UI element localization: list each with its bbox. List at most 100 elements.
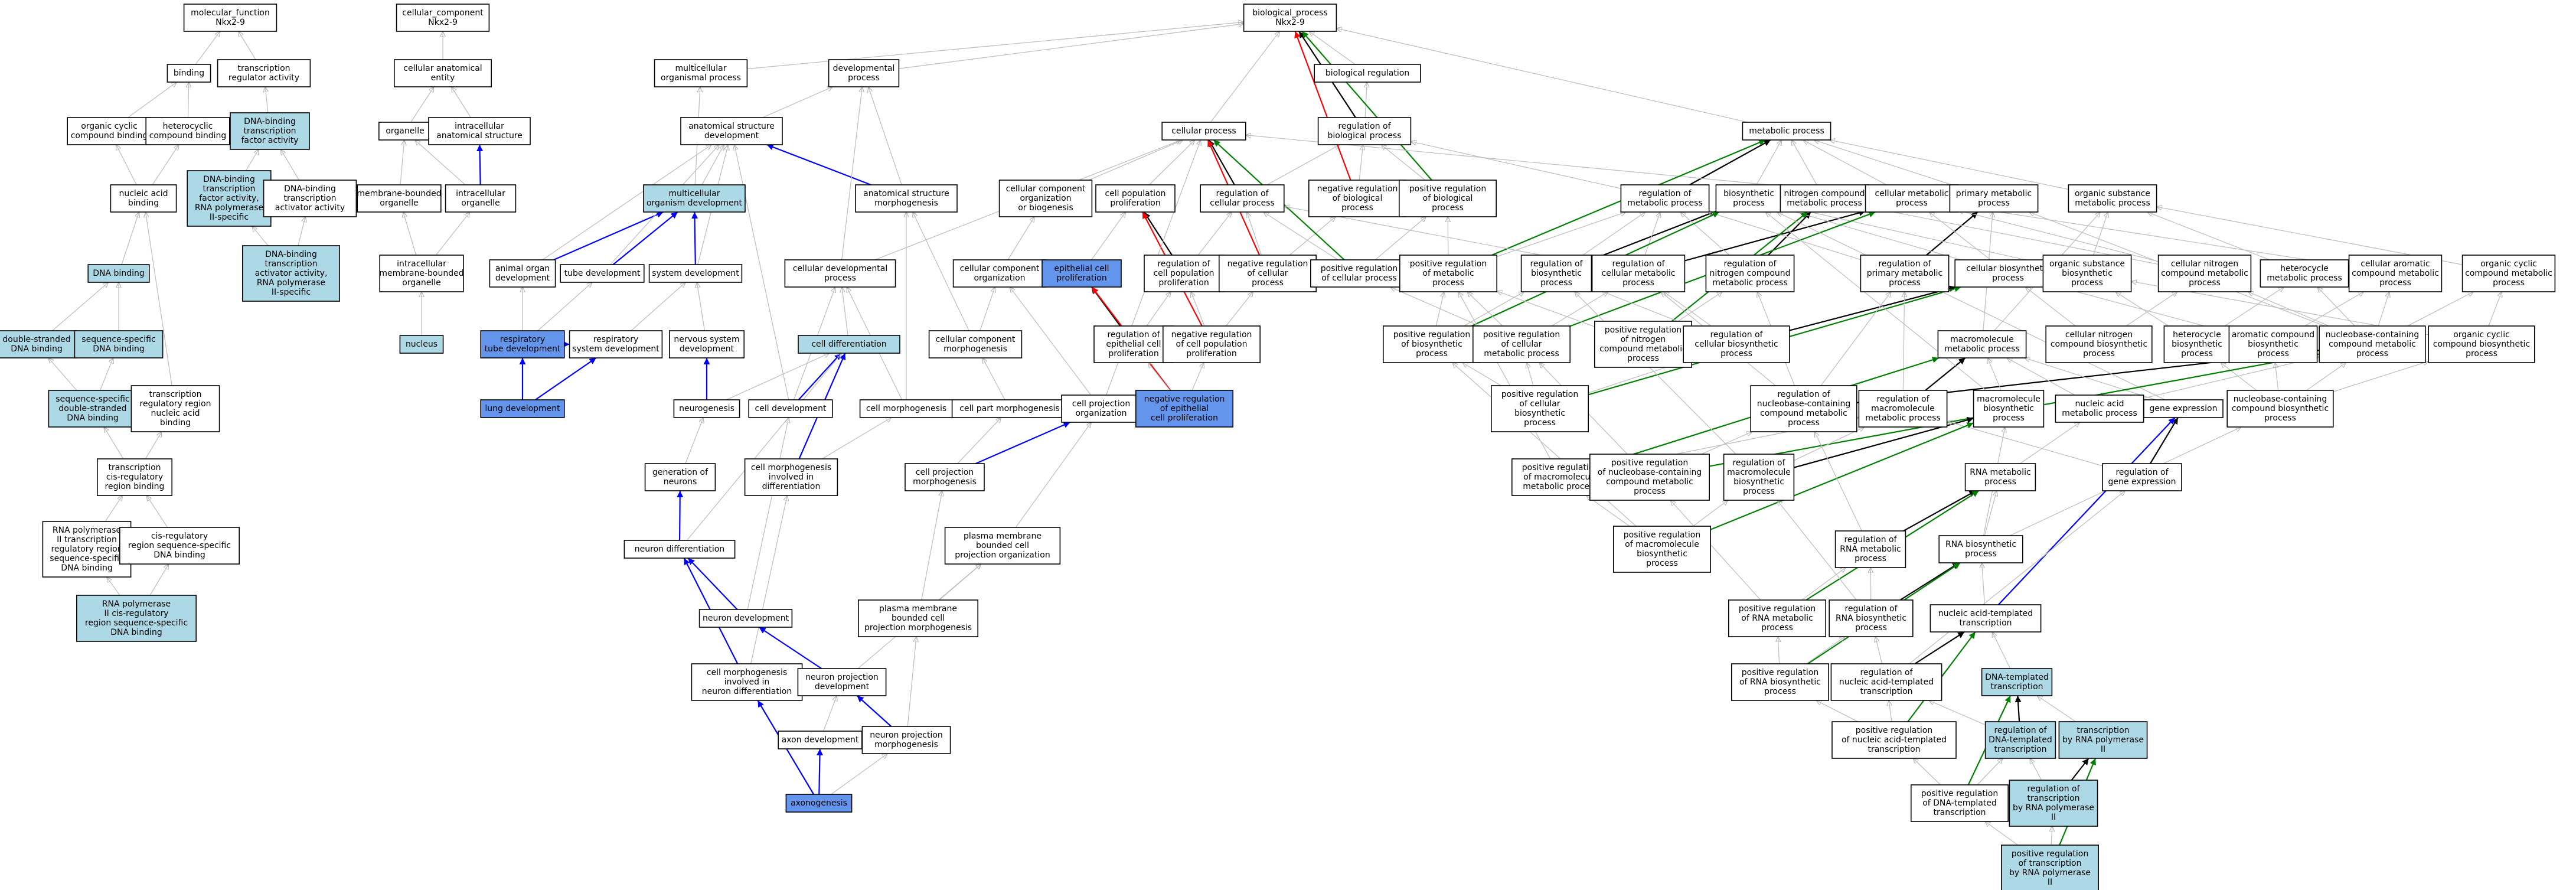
go-term-node[interactable]: nucleus (399, 335, 444, 354)
go-term-node[interactable]: organelle (378, 122, 432, 141)
go-term-node[interactable]: axonogenesis (785, 794, 853, 813)
go-term-node[interactable]: cell morphogenesis (859, 399, 954, 418)
go-term-node[interactable]: cell development (748, 399, 833, 418)
go-term-node[interactable]: cell differentiation (798, 335, 900, 354)
go-term-node[interactable]: neuron development (698, 609, 793, 628)
go-term-node[interactable]: gene expression (2143, 399, 2224, 418)
go-term-node[interactable]: axon development (778, 731, 863, 749)
go-term-node[interactable]: tube development (560, 264, 645, 283)
go-term-node[interactable]: system development (648, 264, 743, 283)
go-term-node[interactable]: binding (166, 64, 211, 83)
go-term-node[interactable]: DNA binding (87, 264, 150, 283)
go-term-node[interactable]: metabolic process (1742, 122, 1831, 141)
go-term-node[interactable]: cellular process (1161, 122, 1246, 141)
